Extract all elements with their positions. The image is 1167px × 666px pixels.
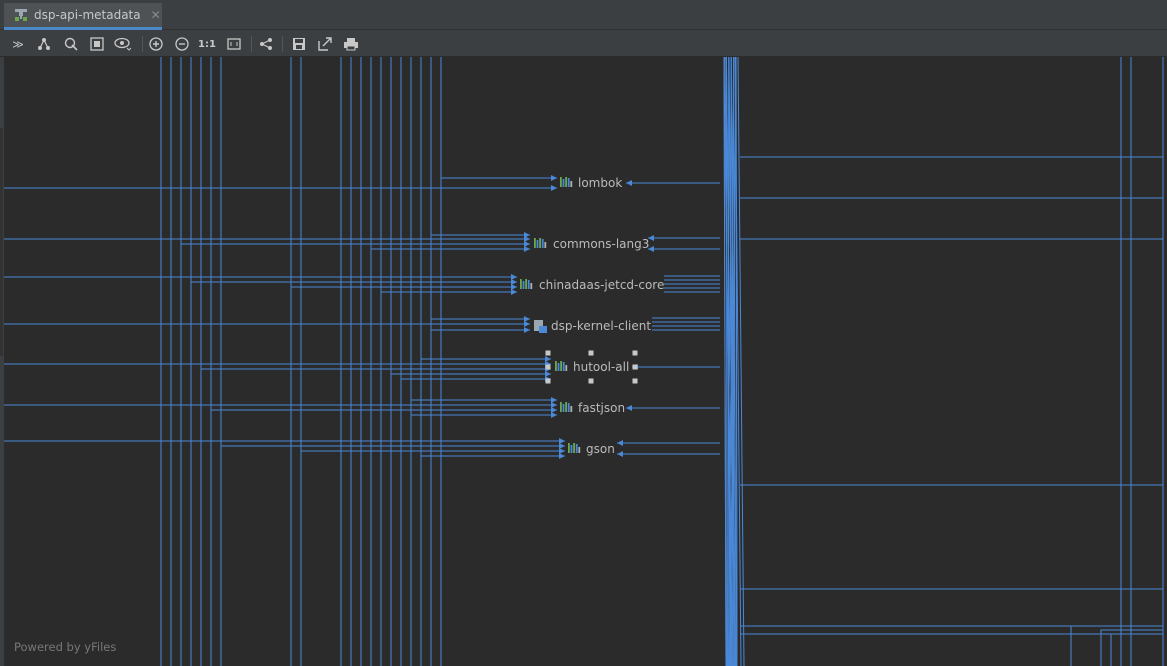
diagram-icon	[15, 9, 27, 21]
selection-handle[interactable]	[545, 364, 551, 370]
powered-by-label: Powered by yFiles	[14, 640, 117, 654]
edge	[410, 397, 557, 666]
select-icon[interactable]	[61, 34, 81, 54]
edge	[420, 453, 565, 666]
share-icon[interactable]	[256, 34, 276, 54]
view-options-icon[interactable]	[113, 34, 133, 54]
edge	[190, 279, 517, 666]
fit-content-icon[interactable]	[87, 34, 107, 54]
edge	[220, 443, 565, 666]
edge	[728, 57, 736, 666]
print-icon[interactable]	[341, 34, 361, 54]
selection-handles[interactable]	[545, 350, 638, 384]
edge	[730, 57, 738, 666]
library-icon	[560, 402, 573, 412]
selection-handle[interactable]	[545, 378, 551, 384]
layout-icon[interactable]	[34, 34, 54, 54]
save-icon[interactable]	[289, 34, 309, 54]
node-label: chinadaas-jetcd-core	[539, 278, 664, 292]
actual-size-icon[interactable]: 1:1	[198, 38, 216, 50]
edge	[1100, 629, 1163, 666]
node-label: lombok	[578, 176, 622, 190]
library-icon	[555, 361, 568, 371]
edge	[200, 366, 551, 666]
edge	[734, 57, 742, 666]
edge	[400, 376, 551, 666]
toolbar-separator	[282, 36, 283, 52]
edges	[4, 57, 1164, 666]
collapse-expand-icon[interactable]: ≫	[12, 37, 24, 51]
dependency-graph[interactable]: lombok commons-lang3 chinadaas-jetcd-core d…	[4, 57, 1167, 666]
node-lombok[interactable]: lombok	[560, 176, 622, 190]
selection-handle[interactable]	[632, 350, 638, 356]
edge	[210, 407, 557, 666]
toolbar-separator	[251, 36, 252, 52]
selection-handle[interactable]	[545, 350, 551, 356]
tab-bar: dsp-api-metadata ✕	[0, 0, 1167, 30]
diagram-canvas[interactable]: lombok commons-lang3 chinadaas-jetcd-core d…	[4, 57, 1167, 666]
edge	[725, 57, 734, 666]
module-icon	[534, 320, 547, 333]
fit-window-icon[interactable]	[224, 34, 244, 54]
left-gutter	[0, 57, 4, 666]
selection-handle[interactable]	[632, 364, 638, 370]
edge	[390, 371, 551, 666]
tab-dsp-api-metadata[interactable]: dsp-api-metadata ✕	[4, 3, 162, 30]
node-label: commons-lang3	[553, 237, 649, 251]
node-label: fastjson	[578, 401, 625, 415]
library-icon	[568, 443, 581, 453]
edge	[430, 57, 530, 238]
selection-handle[interactable]	[588, 350, 594, 356]
node-chinadaas-jetcd-core[interactable]: chinadaas-jetcd-core	[520, 278, 664, 292]
node-fastjson[interactable]: fastjson	[560, 401, 625, 415]
node-label: dsp-kernel-client	[551, 319, 651, 333]
tab-title: dsp-api-metadata	[34, 8, 141, 22]
edge	[300, 448, 565, 666]
library-icon	[560, 177, 573, 187]
edge	[723, 57, 727, 666]
edge	[380, 289, 517, 666]
node-commons-lang3[interactable]: commons-lang3	[534, 237, 649, 251]
node-label: hutool-all	[573, 360, 629, 374]
selection-handle[interactable]	[632, 378, 638, 384]
nodes: lombok commons-lang3 chinadaas-jetcd-core d…	[520, 176, 664, 456]
edge	[430, 250, 530, 322]
edge	[440, 57, 557, 181]
edge	[180, 241, 530, 666]
node-dsp-kernel-client[interactable]: dsp-kernel-client	[534, 319, 651, 333]
node-label: gson	[586, 442, 615, 456]
toolbar-separator	[142, 36, 143, 52]
library-icon	[534, 238, 547, 248]
edge	[290, 284, 517, 666]
node-hutool-all[interactable]: hutool-all	[555, 360, 629, 374]
edge	[724, 57, 732, 666]
zoom-out-icon[interactable]	[172, 34, 192, 54]
edge	[1110, 633, 1163, 666]
edge	[737, 57, 745, 666]
library-icon	[520, 279, 533, 289]
export-icon[interactable]	[315, 34, 335, 54]
close-icon[interactable]: ✕	[150, 8, 161, 22]
edge	[370, 246, 530, 666]
zoom-in-icon[interactable]	[146, 34, 166, 54]
node-gson[interactable]: gson	[568, 442, 615, 456]
edge	[410, 57, 557, 418]
edge	[1070, 625, 1163, 666]
toolbar: ≫ 1:1	[0, 30, 1167, 57]
selection-handle[interactable]	[588, 378, 594, 384]
gutter-marker	[0, 128, 3, 356]
edge	[420, 57, 551, 362]
